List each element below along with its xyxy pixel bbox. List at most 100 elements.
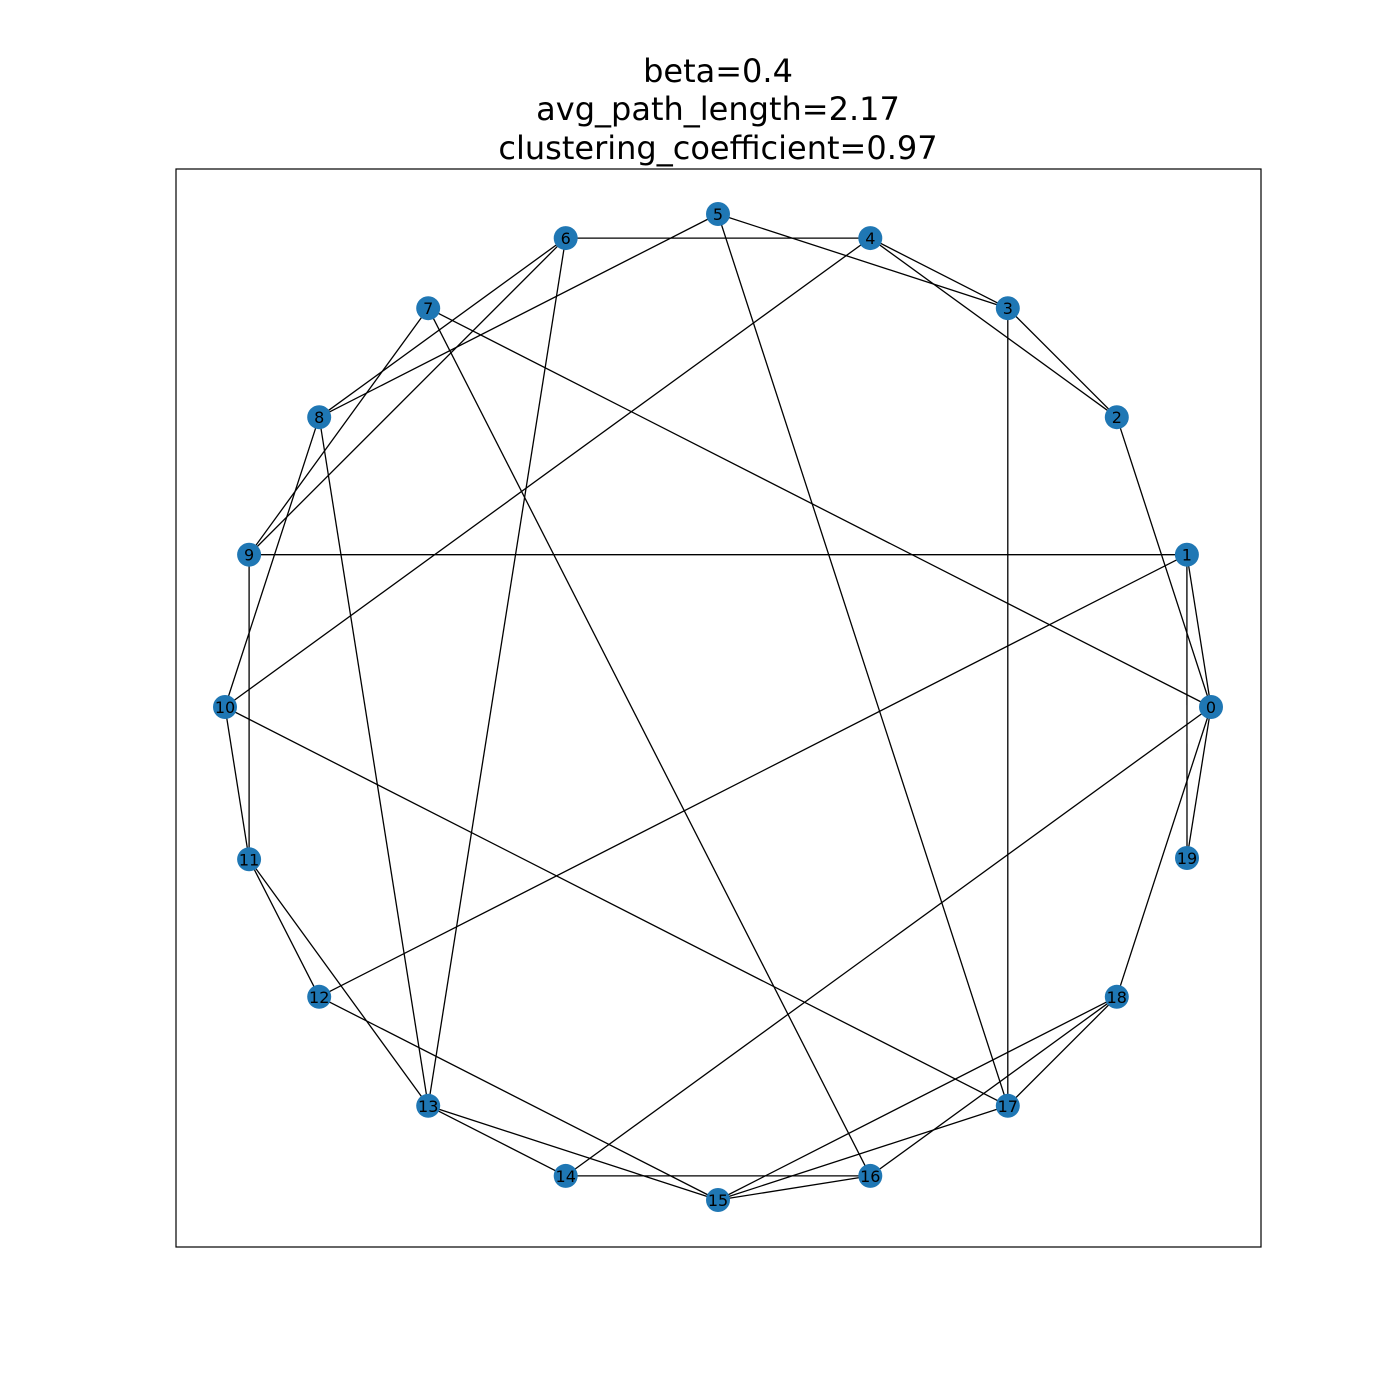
node-label: 13 — [418, 1097, 438, 1116]
node-label: 14 — [556, 1167, 576, 1186]
edge-0-14 — [565, 706, 1212, 1177]
edge-2-3 — [1007, 307, 1118, 418]
edge-15-17 — [717, 1105, 1009, 1201]
edge-3-5 — [717, 213, 1009, 309]
node-circle — [237, 542, 262, 567]
title-avg-path-length: avg_path_length=2.17 — [536, 90, 900, 128]
edge-6-8 — [318, 237, 567, 418]
edge-12-15 — [318, 996, 719, 1201]
node-circle — [1104, 984, 1129, 1009]
node-label: 11 — [239, 850, 259, 869]
node-1: 1 — [1174, 542, 1199, 567]
edge-16-18 — [869, 996, 1118, 1177]
node-circle — [706, 202, 730, 226]
node-5: 5 — [706, 202, 730, 226]
edge-10-11 — [224, 706, 250, 860]
node-label: 3 — [1003, 299, 1013, 318]
node-12: 12 — [307, 984, 332, 1009]
edge-4-10 — [224, 237, 871, 708]
node-label: 4 — [865, 229, 875, 248]
node-circle — [995, 296, 1020, 321]
node-8: 8 — [307, 405, 332, 430]
edge-6-9 — [248, 237, 567, 556]
node-circle — [553, 226, 578, 251]
node-0: 0 — [1199, 695, 1223, 719]
edge-13-15 — [427, 1105, 719, 1201]
edge-10-17 — [224, 706, 1009, 1107]
node-label: 18 — [1107, 988, 1127, 1007]
node-circle — [1174, 542, 1199, 567]
edge-8-13 — [318, 417, 429, 1106]
edge-7-9 — [248, 307, 429, 556]
node-label: 6 — [561, 229, 571, 248]
node-label: 17 — [998, 1097, 1018, 1116]
node-circle — [416, 1093, 441, 1118]
node-label: 12 — [309, 988, 329, 1007]
node-circle — [1199, 695, 1223, 719]
node-label: 5 — [713, 205, 723, 224]
edge-5-8 — [318, 213, 719, 418]
edge-17-18 — [1007, 996, 1118, 1107]
edge-11-12 — [248, 859, 320, 998]
node-circle — [307, 405, 332, 430]
node-label: 2 — [1112, 408, 1122, 427]
edge-15-18 — [717, 996, 1118, 1201]
node-7: 7 — [416, 296, 441, 321]
node-circle — [416, 296, 441, 321]
edge-0-7 — [427, 307, 1212, 708]
node-6: 6 — [553, 226, 578, 251]
node-15: 15 — [706, 1188, 730, 1212]
edge-8-10 — [224, 416, 320, 708]
node-label: 19 — [1177, 849, 1197, 868]
edge-15-16 — [717, 1175, 871, 1201]
node-14: 14 — [553, 1163, 578, 1188]
edge-0-1 — [1186, 554, 1212, 708]
node-18: 18 — [1104, 984, 1129, 1009]
node-label: 16 — [860, 1167, 880, 1186]
node-19: 19 — [1175, 846, 1199, 870]
node-circle — [1104, 405, 1129, 430]
node-circle — [553, 1163, 578, 1188]
node-9: 9 — [237, 542, 262, 567]
node-circle — [1175, 846, 1199, 870]
node-13: 13 — [416, 1093, 441, 1118]
edge-2-4 — [869, 237, 1118, 418]
edge-13-14 — [427, 1105, 566, 1177]
node-circle — [995, 1093, 1020, 1118]
edge-7-16 — [427, 307, 871, 1177]
edge-1-12 — [318, 554, 1188, 998]
title-beta: beta=0.4 — [643, 52, 793, 90]
edge-0-19 — [1186, 706, 1212, 859]
node-label: 15 — [708, 1191, 728, 1210]
node-circle — [307, 984, 332, 1009]
node-circle — [213, 695, 237, 719]
node-17: 17 — [995, 1093, 1020, 1118]
node-circle — [858, 1163, 883, 1188]
node-4: 4 — [858, 226, 883, 251]
node-10: 10 — [213, 695, 237, 719]
title-clustering-coefficient: clustering_coefficient=0.97 — [498, 129, 937, 167]
edge-6-13 — [427, 237, 567, 1106]
edge-3-4 — [870, 237, 1009, 309]
edges-layer — [224, 213, 1212, 1201]
edge-5-17 — [717, 213, 1009, 1107]
node-circle — [858, 226, 883, 251]
node-label: 10 — [215, 698, 235, 717]
node-label: 8 — [314, 408, 324, 427]
edge-11-13 — [248, 858, 429, 1107]
node-label: 7 — [423, 299, 433, 318]
node-circle — [706, 1188, 730, 1212]
node-label: 1 — [1182, 546, 1192, 565]
edge-0-2 — [1116, 416, 1212, 708]
node-2: 2 — [1104, 405, 1129, 430]
node-circle — [237, 847, 262, 872]
plot-frame — [175, 168, 1262, 1248]
node-16: 16 — [858, 1163, 883, 1188]
node-11: 11 — [237, 847, 262, 872]
node-label: 9 — [244, 546, 254, 565]
node-label: 0 — [1206, 698, 1216, 717]
edge-0-18 — [1116, 706, 1212, 998]
